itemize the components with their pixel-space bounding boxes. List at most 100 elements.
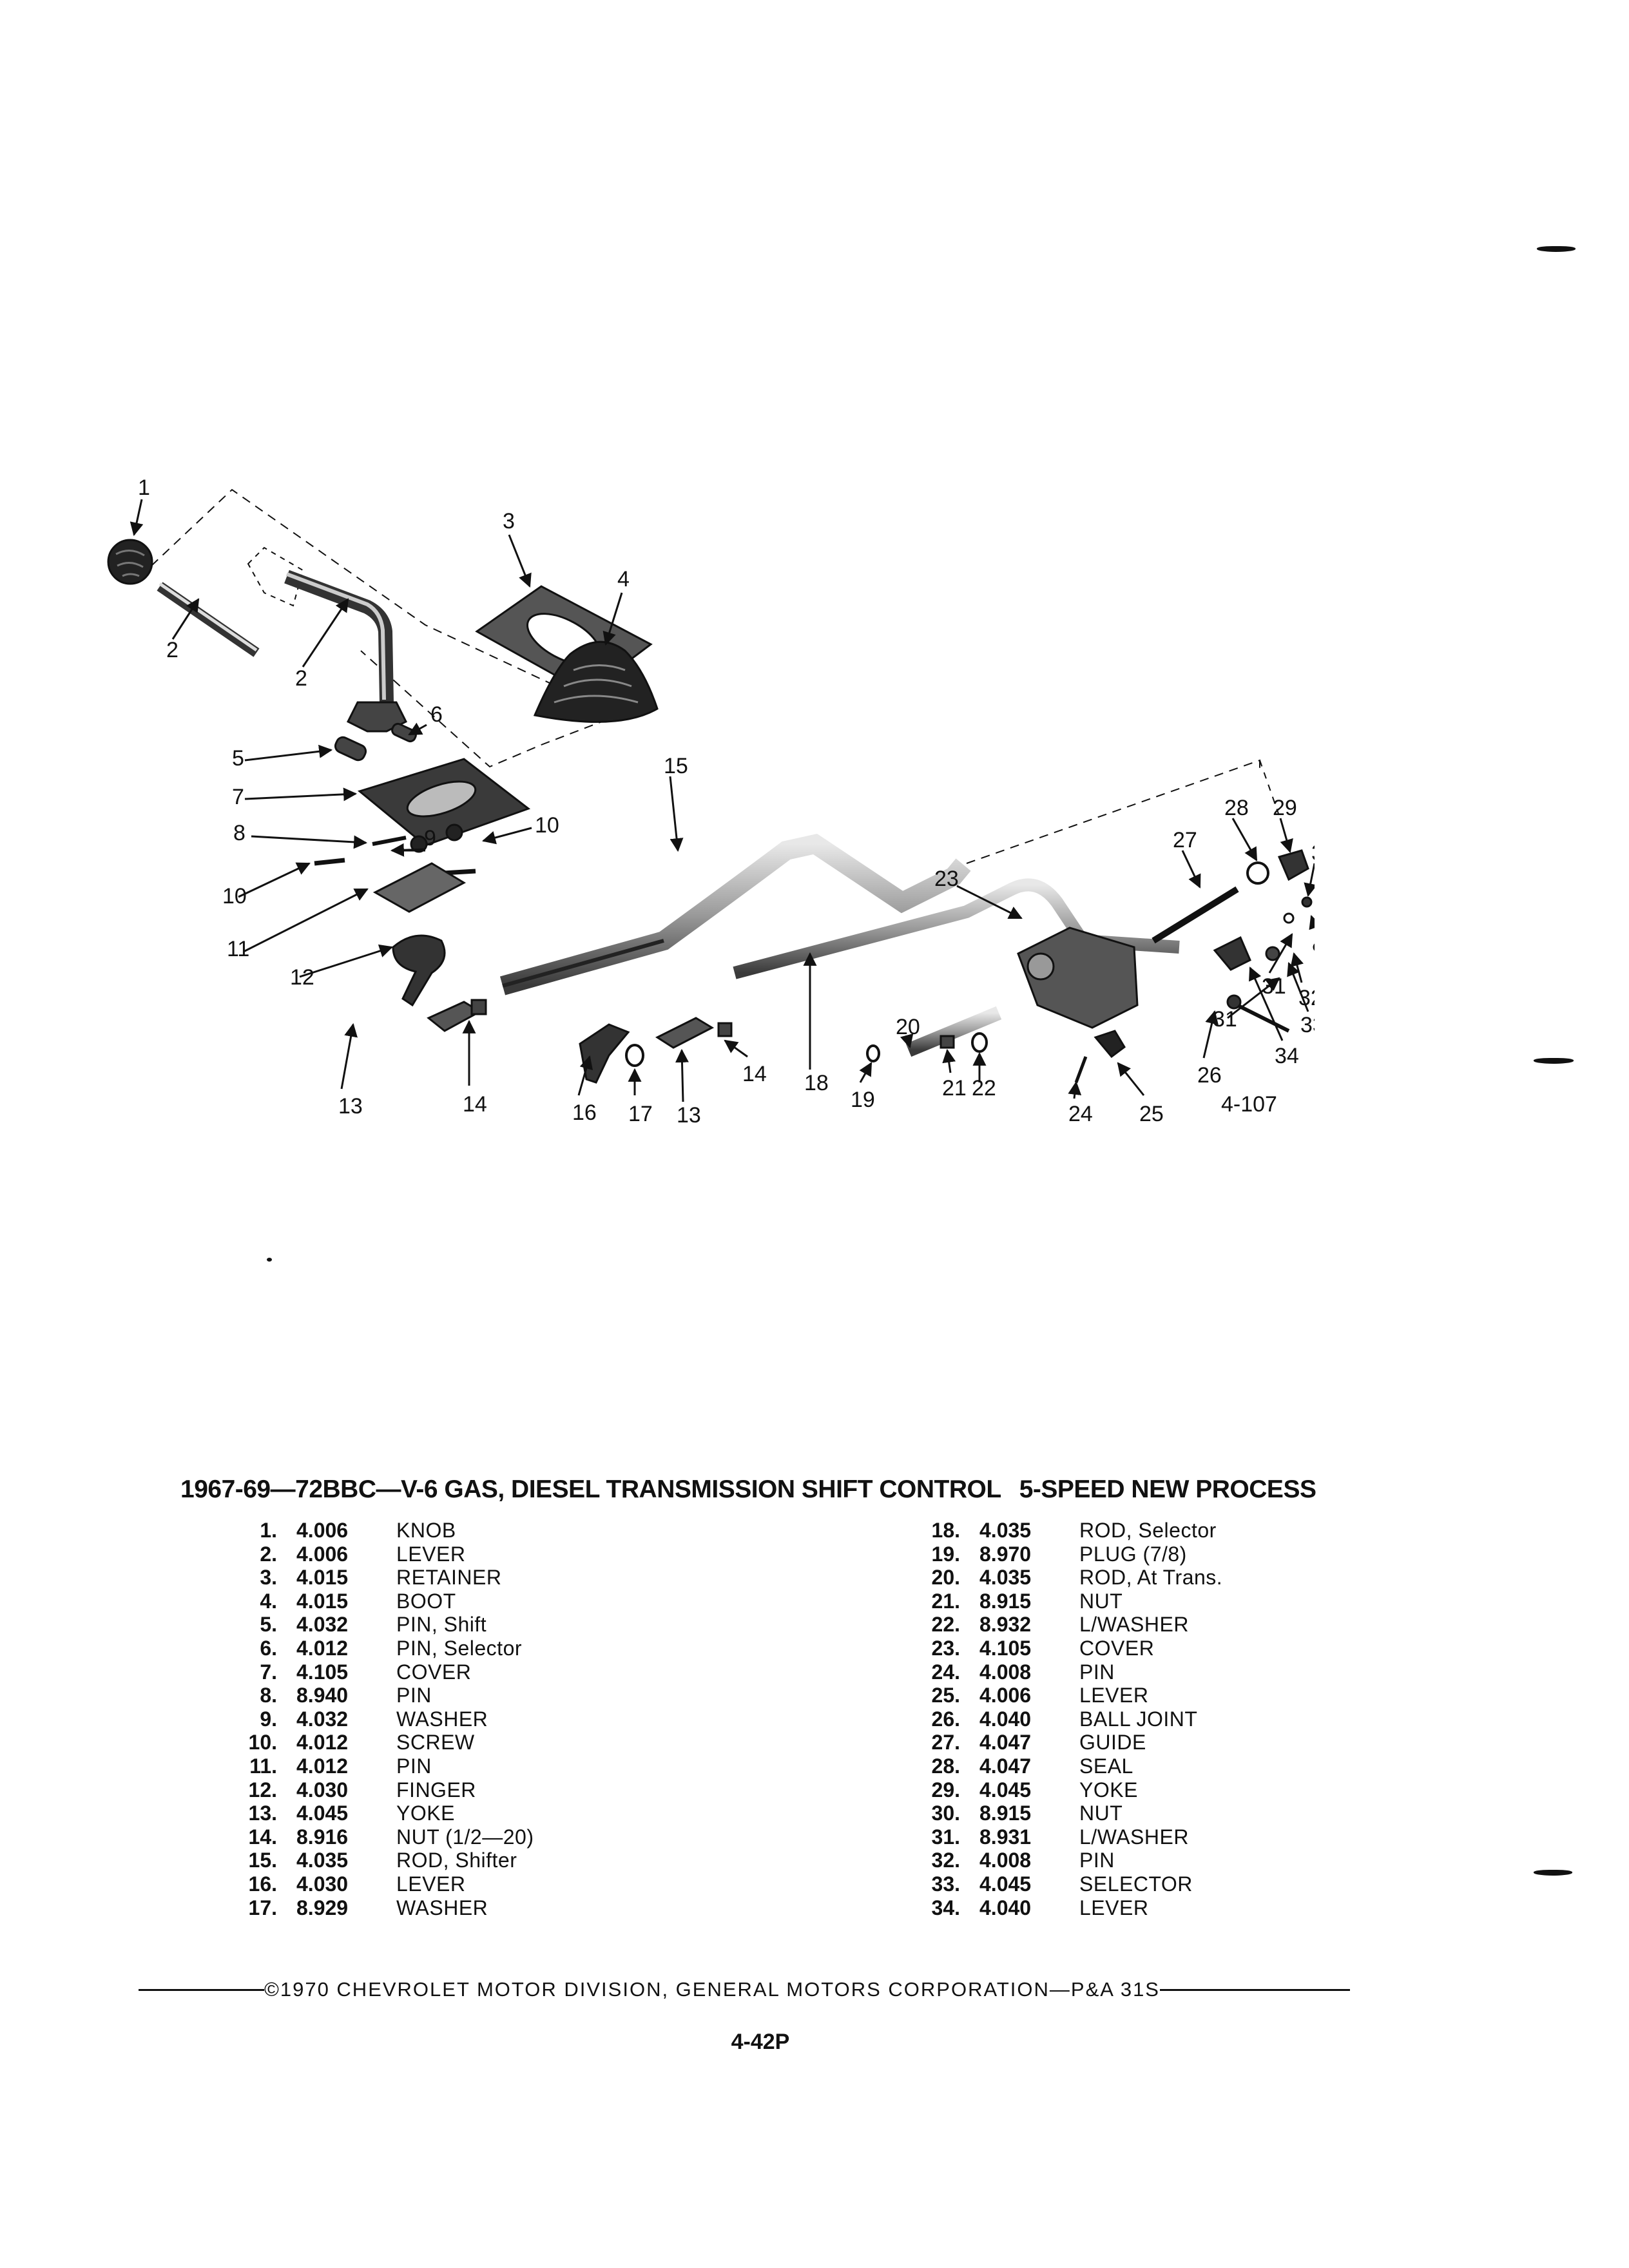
screw-part: [314, 858, 345, 866]
part-desc: ROD, Selector: [1079, 1519, 1217, 1542]
margin-mark: [1534, 1870, 1572, 1876]
part-num: 31.: [931, 1825, 960, 1849]
part-num: 16.: [248, 1872, 277, 1896]
part-desc: PIN, Shift: [396, 1613, 487, 1637]
part-num: 27.: [931, 1731, 960, 1754]
figure-number: 4-107: [1221, 1092, 1277, 1117]
callout-number: 20: [896, 1015, 920, 1039]
part-code: 4.035: [296, 1849, 349, 1872]
part-code: 8.915: [979, 1802, 1032, 1825]
callout-number: 14: [742, 1062, 767, 1086]
part-num: 21.: [931, 1589, 960, 1613]
seal-part: [1246, 861, 1269, 885]
nut-part: [717, 1022, 733, 1037]
part-desc: YOKE: [1079, 1778, 1138, 1802]
part-desc: KNOB: [396, 1519, 456, 1542]
lever-25-part: [1094, 1030, 1126, 1059]
part-code: 4.030: [296, 1778, 349, 1802]
pin-bracket-part: [372, 862, 467, 913]
part-desc: ROD, At Trans.: [1079, 1566, 1223, 1590]
callout-number: 6: [430, 702, 443, 727]
callout-number: 16: [572, 1100, 597, 1125]
lever-short-part: [157, 582, 260, 657]
part-desc: PIN: [396, 1684, 432, 1707]
callout-number: 13: [338, 1094, 363, 1119]
page-title: 1967-69—72BBC—V-6 GAS, DIESEL TRANSMISSI…: [180, 1475, 1316, 1504]
margin-mark: [1537, 246, 1576, 252]
part-num: 10.: [248, 1731, 277, 1754]
part-code: 8.940: [296, 1684, 349, 1707]
washer-22-part: [971, 1032, 988, 1053]
callout-number: 13: [677, 1103, 701, 1128]
part-desc: LEVER: [1079, 1684, 1149, 1707]
rod-at-trans-part: [905, 1006, 1002, 1057]
part-code: 4.040: [979, 1707, 1032, 1731]
part-num: 32.: [931, 1849, 960, 1872]
part-code: 4.015: [296, 1589, 349, 1613]
part-code: 8.932: [979, 1613, 1032, 1637]
part-num: 6.: [260, 1636, 277, 1660]
boot-part: [533, 640, 659, 723]
part-desc: GUIDE: [1079, 1731, 1146, 1754]
part-desc: LEVER: [396, 1872, 466, 1896]
part-code: 4.035: [979, 1566, 1032, 1590]
part-code: 4.045: [296, 1802, 349, 1825]
part-num: 34.: [931, 1896, 960, 1919]
callout-number: 28: [1224, 796, 1249, 820]
part-code: 8.916: [296, 1825, 349, 1849]
footer-text: ©1970 CHEVROLET MOTOR DIVISION, GENERAL …: [264, 1978, 1160, 2001]
part-num: 5.: [260, 1613, 277, 1637]
part-desc: BOOT: [396, 1589, 456, 1613]
part-code: 4.008: [979, 1849, 1032, 1872]
part-code: 4.032: [296, 1613, 349, 1637]
part-code: 8.915: [979, 1589, 1032, 1613]
callout-number: 8: [233, 821, 246, 845]
callout-number: 34: [1275, 1044, 1299, 1068]
part-code: 8.929: [296, 1896, 349, 1919]
part-code: 4.012: [296, 1754, 349, 1778]
footer-rule: [1159, 1988, 1350, 1991]
yoke-part: [655, 1017, 715, 1049]
part-code: 4.030: [296, 1872, 349, 1896]
part-num: 30.: [931, 1802, 960, 1825]
part-num: 9.: [260, 1707, 277, 1731]
callout-number: 22: [972, 1076, 996, 1100]
shifter-rod-part: [499, 833, 971, 995]
selector-rod-part: [733, 878, 1180, 979]
callout-number: 19: [851, 1088, 875, 1112]
part-num: 26.: [931, 1707, 960, 1731]
part-code: 4.047: [979, 1754, 1032, 1778]
callout-number: 23: [934, 867, 959, 891]
part-desc: COVER: [396, 1660, 472, 1684]
part-num: 33.: [931, 1872, 960, 1896]
part-desc: PIN: [1079, 1849, 1115, 1872]
scan-speck: [267, 1258, 272, 1262]
footer-rule: [139, 1988, 264, 1991]
part-desc: PIN, Selector: [396, 1636, 523, 1660]
callout-number: 1: [138, 476, 150, 500]
part-desc: PIN: [1079, 1660, 1115, 1684]
callout-number: 32: [1298, 986, 1315, 1010]
shift-pin-part: [334, 736, 367, 762]
part-num: 18.: [931, 1519, 960, 1542]
part-num: 1.: [260, 1519, 277, 1542]
callout-number: 21: [942, 1076, 967, 1100]
part-code: 4.012: [296, 1636, 349, 1660]
part-desc: RETAINER: [396, 1566, 502, 1590]
part-num: 19.: [931, 1542, 960, 1566]
callout-number: 31: [1213, 1007, 1237, 1032]
part-code: 4.015: [296, 1566, 349, 1590]
callout-number: 2: [295, 666, 307, 691]
part-num: 29.: [931, 1778, 960, 1802]
title-subtitle: 5-SPEED NEW PROCESS: [1019, 1475, 1316, 1503]
part-desc: YOKE: [396, 1802, 455, 1825]
guide-part: [1152, 886, 1239, 944]
trans-cover-part: [1017, 927, 1139, 1029]
plug-part: [866, 1044, 880, 1062]
callout-number: 27: [1173, 828, 1197, 852]
part-code: 8.970: [979, 1542, 1032, 1566]
part-desc: L/WASHER: [1079, 1825, 1189, 1849]
callout-number: 10: [222, 884, 247, 908]
title-text: 1967-69—72BBC—V-6 GAS, DIESEL TRANSMISSI…: [180, 1475, 1001, 1503]
